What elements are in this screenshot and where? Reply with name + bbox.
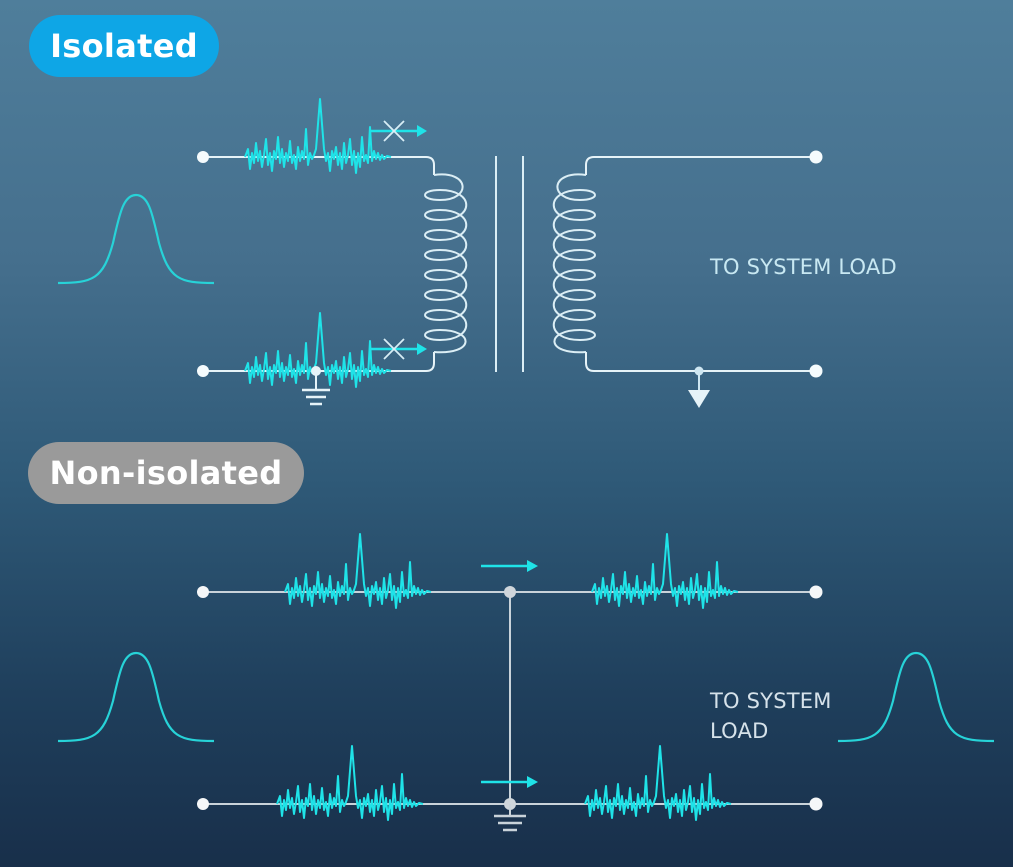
- terminal-node-icon: [809, 797, 823, 811]
- non-isolated-load-label: TO SYSTEM LOAD: [710, 689, 832, 743]
- terminal-node-icon: [809, 585, 823, 599]
- noise-spike-icon: [584, 745, 732, 821]
- noise-spike-icon: [276, 745, 424, 821]
- isolated-diagram: [56, 98, 823, 408]
- transformer-coil-icon: [552, 173, 596, 354]
- non-isolated-badge: Non-isolated: [28, 442, 304, 504]
- ground-icon: [688, 390, 710, 408]
- noise-spike-icon: [284, 533, 432, 609]
- terminal-node-icon: [809, 150, 823, 164]
- terminal-node-icon: [197, 798, 209, 810]
- terminal-node-icon: [197, 151, 209, 163]
- ground-icon: [302, 366, 330, 406]
- terminal-node-icon: [197, 586, 209, 598]
- gaussian-pulse-icon: [56, 193, 216, 285]
- blocked-arrow-icon: [370, 120, 427, 142]
- ground-icon: [494, 804, 526, 832]
- flow-arrow-icon: [481, 560, 538, 572]
- primary-top-wire: [203, 156, 435, 175]
- non-isolated-diagram: [56, 533, 996, 832]
- noise-spike-icon: [591, 533, 739, 609]
- transformer-coil-icon: [424, 173, 468, 354]
- noise-spike-icon: [244, 312, 392, 388]
- secondary-top-wire: [585, 156, 816, 175]
- noise-spike-icon: [244, 98, 392, 174]
- terminal-node-icon: [197, 365, 209, 377]
- primary-bottom-wire: [203, 352, 435, 372]
- non-isolated-title: Non-isolated: [49, 454, 283, 492]
- isolated-title: Isolated: [50, 27, 198, 65]
- terminal-node-icon: [809, 364, 823, 378]
- gaussian-pulse-icon: [56, 651, 216, 743]
- flow-arrow-icon: [481, 776, 538, 788]
- isolated-badge: Isolated: [29, 15, 219, 77]
- secondary-bottom-wire: [585, 352, 816, 372]
- blocked-arrow-icon: [370, 338, 427, 360]
- isolated-load-label: TO SYSTEM LOAD: [710, 255, 897, 279]
